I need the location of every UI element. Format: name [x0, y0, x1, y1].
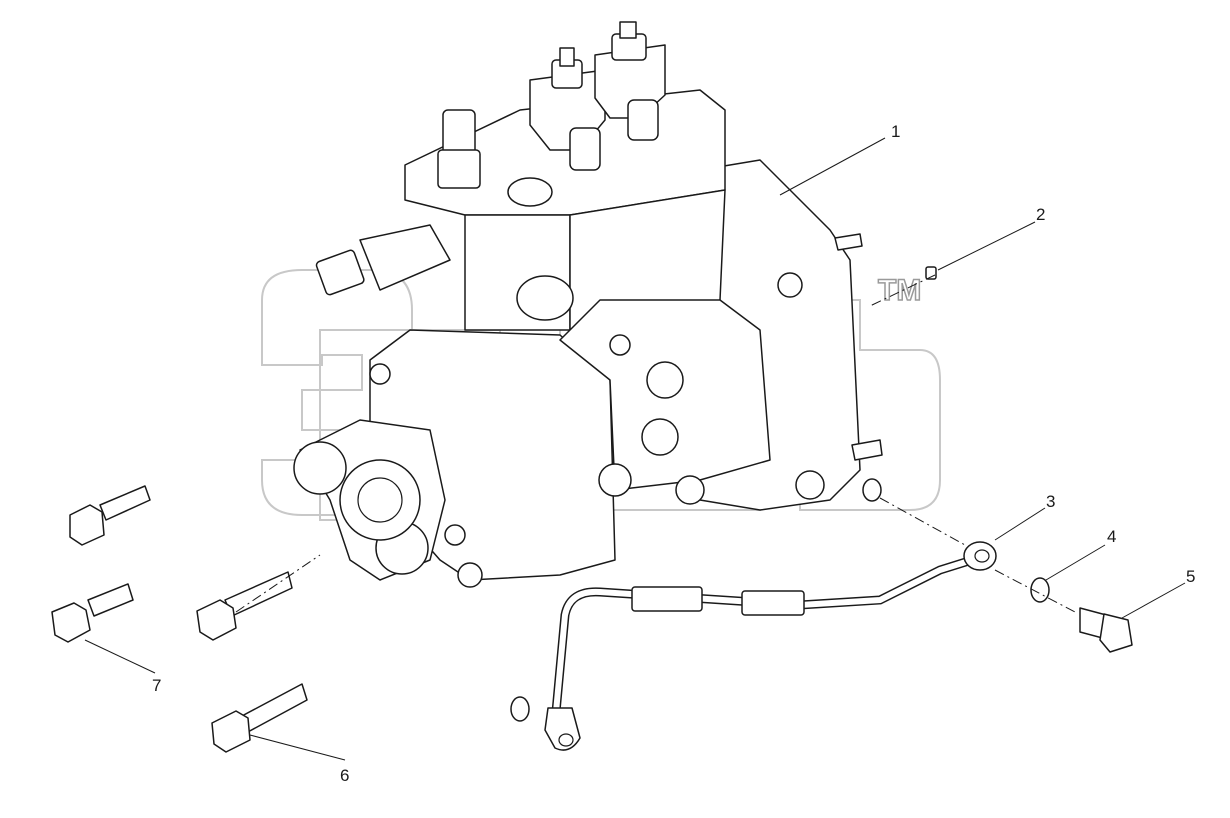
- bolts: [51, 485, 308, 753]
- callout-5: 5: [1186, 567, 1195, 586]
- callout-3: 3: [1046, 492, 1055, 511]
- callout-1: 1: [891, 122, 900, 141]
- callout-7: 7: [152, 676, 161, 695]
- leader-lines: [84, 137, 1186, 761]
- part-3-fuel-line: [544, 541, 997, 751]
- seal-ring-top: [862, 478, 882, 502]
- trademark-mark: TM: [878, 274, 921, 307]
- fuel-pump-body: [293, 21, 883, 588]
- seal-ring-bottom: [510, 696, 530, 722]
- callout-4: 4: [1107, 527, 1116, 546]
- callout-2: 2: [1036, 205, 1045, 224]
- part-5-banjo-bolt: [1079, 607, 1133, 653]
- callout-6: 6: [340, 766, 349, 785]
